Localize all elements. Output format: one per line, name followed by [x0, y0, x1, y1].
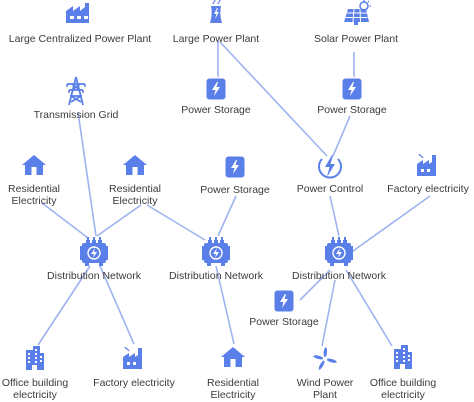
node-label-distribution-3: Distribution Network [292, 270, 386, 282]
edge-factory_2-to-distribution_3 [345, 195, 431, 257]
node-label-transmission-grid: Transmission Grid [33, 109, 119, 121]
node-label-large-plant: Large Power Plant [172, 33, 260, 45]
node-label-factory-1: Factory electricity [93, 377, 175, 389]
cooling-tower-icon [206, 0, 226, 29]
battery-bolt-icon [342, 78, 362, 105]
house-icon [21, 154, 47, 181]
house-icon [220, 346, 246, 373]
transformer-icon [80, 236, 108, 271]
node-label-residential-3: Residential Electricity [207, 377, 259, 401]
bolt-circle-icon [317, 153, 343, 184]
battery-bolt-icon [274, 290, 294, 317]
edge-distribution_3-to-office_2 [345, 269, 393, 347]
transformer-icon [202, 236, 230, 271]
solar-panel-icon [341, 0, 371, 31]
node-label-distribution-1: Distribution Network [47, 270, 141, 282]
factory-small-icon [122, 346, 146, 375]
edge-storage_3-to-power_control [332, 115, 351, 157]
wind-turbine-icon [312, 346, 338, 377]
house-icon [122, 154, 148, 181]
edge-storage_2-to-distribution_2 [217, 195, 237, 237]
node-label-distribution-2: Distribution Network [169, 270, 263, 282]
node-label-storage-3: Power Storage [317, 104, 387, 116]
node-label-power-control: Power Control [296, 183, 364, 195]
edge-residential_2-to-distribution_2 [146, 204, 206, 241]
factory-icon [65, 2, 95, 29]
transmission-tower-icon [65, 76, 87, 111]
node-label-office-2: Office building electricity [369, 377, 437, 401]
edge-power_control-to-distribution_3 [329, 195, 340, 237]
edge-distribution_3-to-storage_4 [299, 269, 331, 301]
edge-residential_1-to-distribution_1 [41, 202, 89, 239]
transformer-icon [325, 236, 353, 271]
edge-large_plant-to-power_control [219, 41, 328, 157]
node-label-residential-2: Residential Electricity [109, 183, 161, 207]
factory-small-icon [416, 153, 440, 182]
node-label-solar-plant: Solar Power Plant [313, 33, 399, 45]
edge-distribution_1-to-office [37, 265, 91, 346]
office-building-icon [24, 345, 46, 376]
node-label-storage-4: Power Storage [249, 316, 319, 328]
edge-residential_2-to-distribution_1 [96, 204, 142, 237]
battery-bolt-icon [206, 78, 226, 105]
node-label-large-centralized-plant: Large Centralized Power Plant [8, 33, 152, 45]
edge-distribution_1-to-factory_1 [99, 265, 135, 345]
node-label-residential-1: Residential Electricity [8, 183, 60, 207]
node-label-wind-plant: Wind Power Plant [296, 377, 354, 401]
edge-distribution_3-to-wind_plant [321, 279, 336, 347]
node-label-storage-2: Power Storage [200, 184, 270, 196]
node-label-factory-2: Factory electricity [387, 183, 469, 195]
node-label-storage-1: Power Storage [181, 104, 251, 116]
node-label-office: Office building electricity [1, 377, 69, 401]
battery-bolt-icon [225, 156, 245, 183]
edge-distribution_2-to-residential_3 [215, 265, 235, 345]
office-building-icon [392, 344, 414, 375]
edge-transmission_grid-to-distribution_1 [77, 111, 97, 237]
